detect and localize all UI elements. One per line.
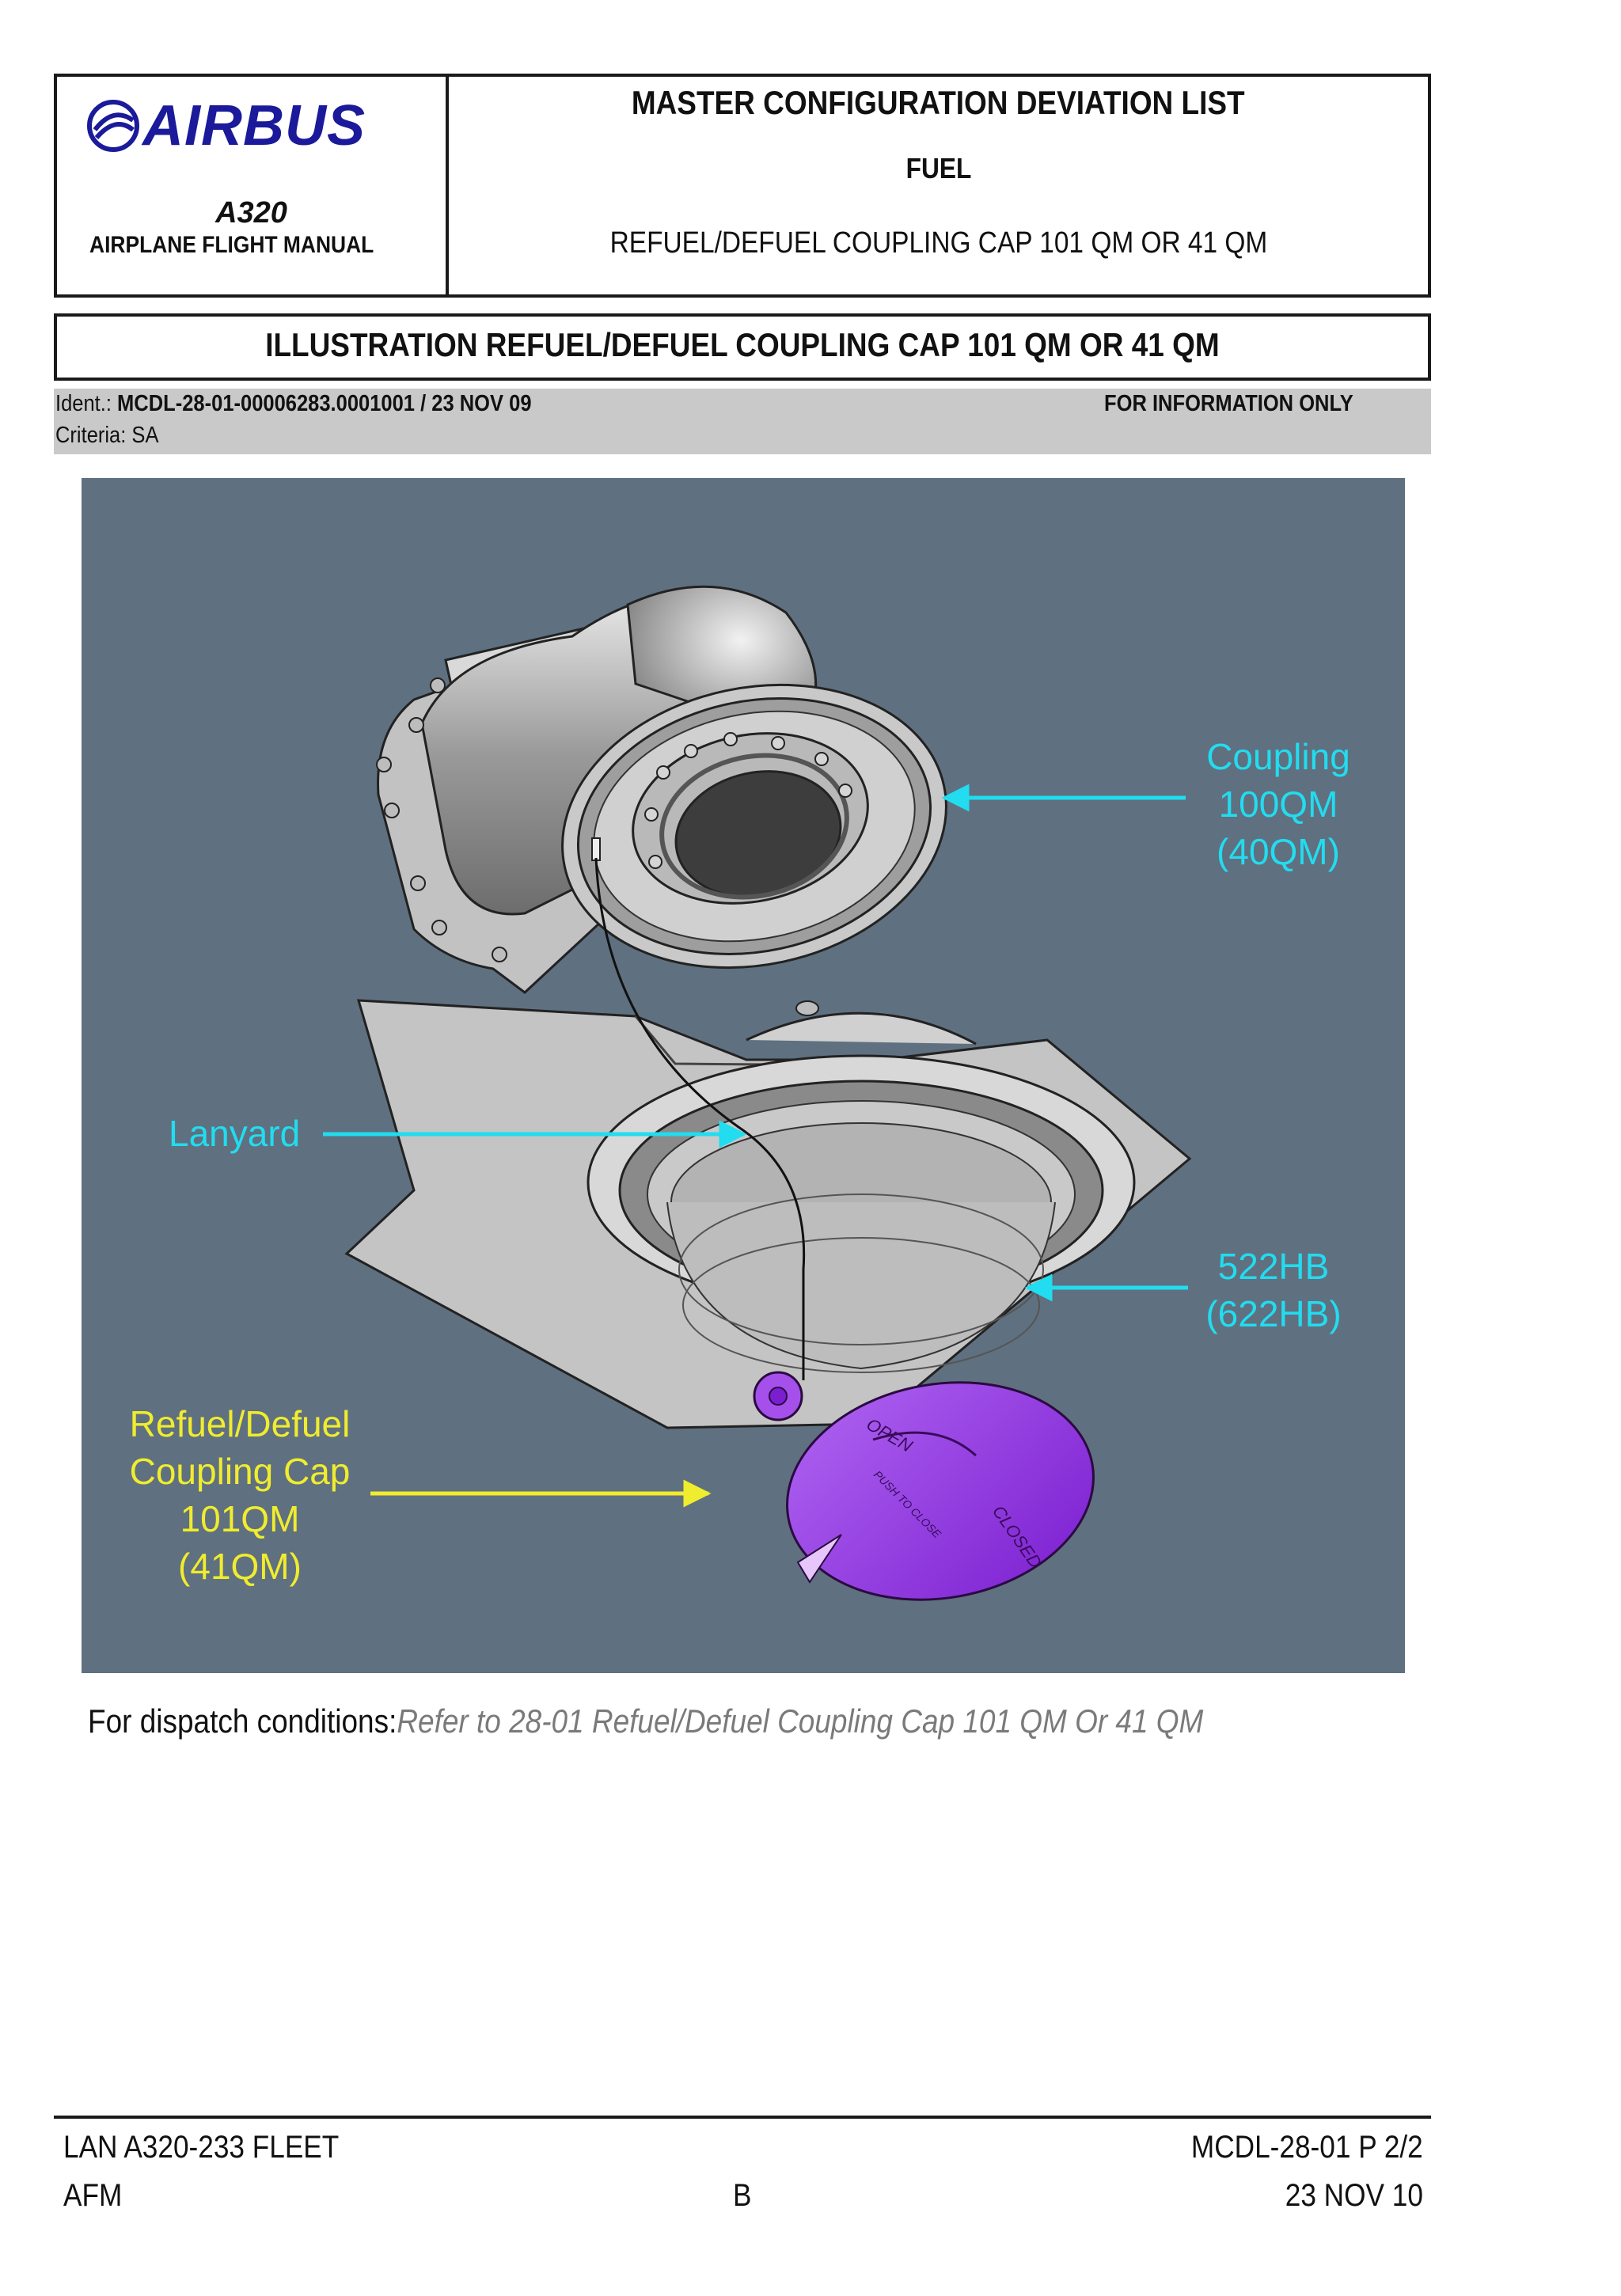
lanyard-wire <box>594 857 806 1380</box>
illustration-title-box <box>54 313 1431 381</box>
footer-page-ref: MCDL-28-01 P 2/2 <box>1160 2130 1423 2165</box>
chapter-title: FUEL <box>449 152 1428 185</box>
refuel-cap <box>786 1381 1095 1601</box>
subject-title: REFUEL/DEFUEL COUPLING CAP 101 QM OR 41 … <box>449 226 1428 260</box>
aircraft-model: A320 <box>215 196 287 230</box>
label-panel-line1: 522HB <box>1218 1246 1330 1287</box>
footer-afm: AFM <box>63 2178 130 2214</box>
label-cap: Refuel/Defuel Coupling Cap 101QM (41QM) <box>130 1403 351 1587</box>
footer-rule <box>54 2116 1431 2119</box>
airbus-logo-text: AIRBUS <box>142 94 366 157</box>
subject-title-text: REFUEL/DEFUEL COUPLING CAP 101 QM OR 41 … <box>609 226 1267 260</box>
dispatch-conditions: For dispatch conditions:Refer to 28-01 R… <box>88 1702 1356 1740</box>
for-information-only: FOR INFORMATION ONLY <box>1104 391 1388 417</box>
header-box <box>54 74 1431 298</box>
for-information-only-text: FOR INFORMATION ONLY <box>1104 391 1353 416</box>
criteria-text: Criteria: SA <box>55 423 159 448</box>
label-cap-line4: (41QM) <box>178 1546 302 1587</box>
illustration-title-text: ILLUSTRATION REFUEL/DEFUEL COUPLING CAP … <box>265 326 1220 363</box>
footer-fleet-text: LAN A320-233 FLEET <box>63 2130 340 2165</box>
label-cap-line2: Coupling Cap <box>130 1451 351 1492</box>
footer-revision-text: B <box>733 2178 752 2213</box>
coupling-illustration: OPEN CLOSED PUSH TO CLOSE Coupling 100QM… <box>82 478 1405 1673</box>
label-coupling-line3: (40QM) <box>1217 831 1340 872</box>
manual-name: AIRPLANE FLIGHT MANUAL <box>57 232 446 259</box>
illustration-title: ILLUSTRATION REFUEL/DEFUEL COUPLING CAP … <box>54 326 1431 364</box>
label-lanyard: Lanyard <box>169 1113 300 1154</box>
footer-page-ref-text: MCDL-28-01 P 2/2 <box>1191 2130 1423 2165</box>
chapter-title-text: FUEL <box>905 152 971 184</box>
manual-name-text: AIRPLANE FLIGHT MANUAL <box>89 232 374 258</box>
document-title-text: MASTER CONFIGURATION DEVIATION LIST <box>632 84 1245 121</box>
header-divider <box>446 74 449 298</box>
ident-bar <box>54 389 1431 454</box>
footer-date: 23 NOV 10 <box>1266 2178 1423 2214</box>
label-cap-line1: Refuel/Defuel <box>130 1403 351 1444</box>
label-panel: 522HB (622HB) <box>1205 1246 1341 1334</box>
footer-revision: B <box>733 2178 754 2214</box>
footer-date-text: 23 NOV 10 <box>1285 2178 1423 2213</box>
dispatch-prefix: For dispatch conditions: <box>88 1702 397 1740</box>
airbus-logo-icon <box>87 100 139 152</box>
label-coupling: Coupling 100QM (40QM) <box>1206 736 1350 872</box>
label-coupling-line2: 100QM <box>1219 784 1338 825</box>
footer-fleet: LAN A320-233 FLEET <box>63 2130 377 2165</box>
dispatch-reference-link[interactable]: Refer to 28-01 Refuel/Defuel Coupling Ca… <box>397 1702 1204 1740</box>
ident-value: MCDL-28-01-00006283.0001001 / 23 NOV 09 <box>117 391 532 416</box>
label-cap-line3: 101QM <box>180 1498 300 1539</box>
document-title: MASTER CONFIGURATION DEVIATION LIST <box>449 84 1428 122</box>
label-coupling-line1: Coupling <box>1206 736 1350 777</box>
criteria: Criteria: SA <box>55 423 173 449</box>
footer-afm-text: AFM <box>63 2178 123 2213</box>
label-panel-line2: (622HB) <box>1205 1293 1341 1334</box>
ident-label: Ident.: <box>55 391 118 416</box>
ident-line: Ident.: MCDL-28-01-00006283.0001001 / 23… <box>55 391 597 417</box>
